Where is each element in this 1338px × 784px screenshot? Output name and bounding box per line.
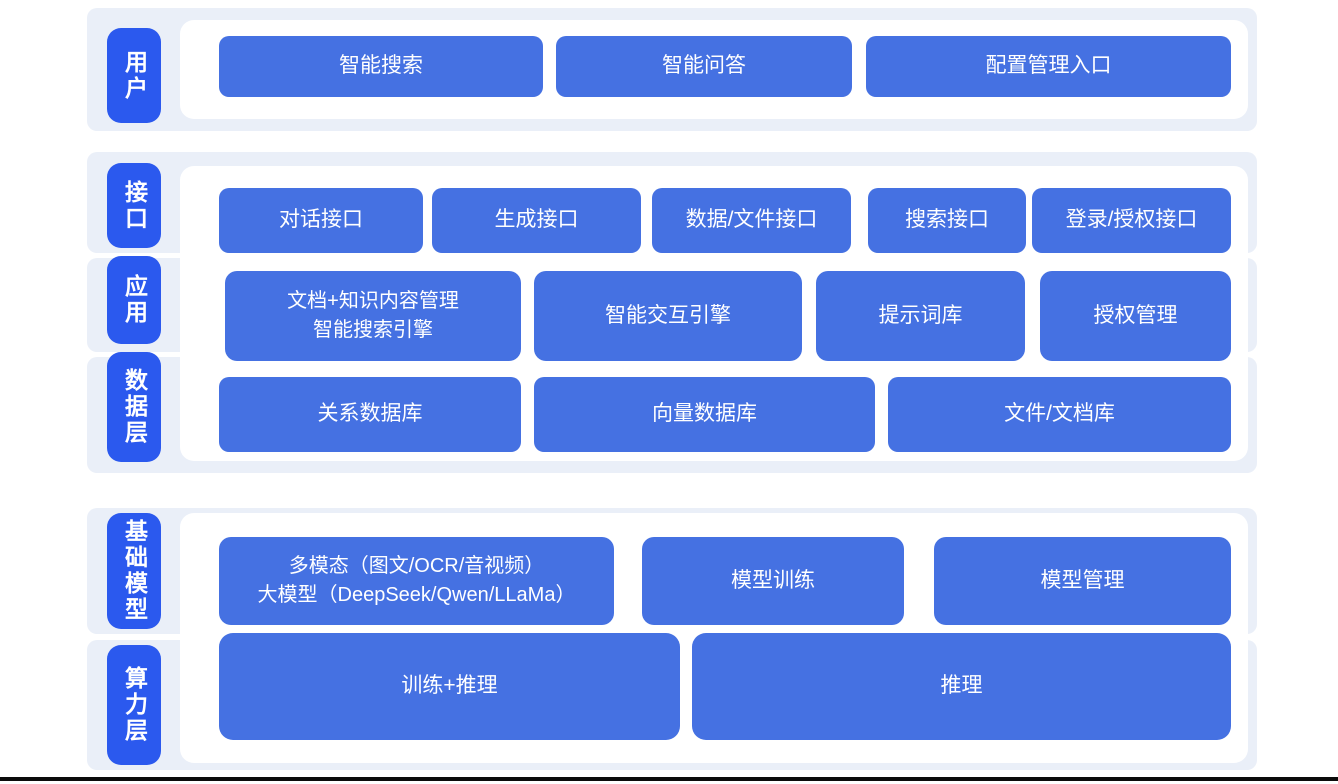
compute-layer-tab: 算力层 (107, 645, 161, 765)
auth-management-button: 授权管理 (1040, 271, 1231, 361)
model-training-button: 模型训练 (642, 537, 904, 625)
prompt-library-button: 提示词库 (816, 271, 1025, 361)
footer-divider-line (0, 777, 1338, 781)
foundation-model-tab-label: 基础模型 (121, 519, 148, 623)
application-layer-tab: 应用 (107, 256, 161, 344)
smart-qa-button: 智能问答 (556, 36, 852, 97)
login-auth-api-button: 登录/授权接口 (1032, 188, 1231, 253)
doc-knowledge-search-engine-button: 文档+知识内容管理 智能搜索引擎 (225, 271, 521, 361)
interface-layer-tab-label: 接口 (121, 179, 148, 232)
file-doc-store-button: 文件/文档库 (888, 377, 1231, 452)
dialog-api-button: 对话接口 (219, 188, 423, 253)
interface-layer-tab: 接口 (107, 163, 161, 248)
config-entry-button: 配置管理入口 (866, 36, 1231, 97)
smart-search-button: 智能搜索 (219, 36, 543, 97)
data-layer-tab: 数据层 (107, 352, 161, 462)
user-layer-tab-label: 用户 (121, 49, 148, 102)
foundation-model-tab: 基础模型 (107, 513, 161, 629)
relational-db-button: 关系数据库 (219, 377, 521, 452)
model-management-button: 模型管理 (934, 537, 1231, 625)
data-file-api-button: 数据/文件接口 (652, 188, 851, 253)
generation-api-button: 生成接口 (432, 188, 641, 253)
interaction-engine-button: 智能交互引擎 (534, 271, 802, 361)
vector-db-button: 向量数据库 (534, 377, 875, 452)
inference-button: 推理 (692, 633, 1231, 740)
user-layer-tab: 用户 (107, 28, 161, 123)
data-layer-tab-label: 数据层 (121, 368, 148, 446)
application-layer-tab-label: 应用 (121, 274, 148, 326)
search-api-button: 搜索接口 (868, 188, 1026, 253)
multimodal-llm-button: 多模态（图文/OCR/音视频） 大模型（DeepSeek/Qwen/LLaMa） (219, 537, 614, 625)
compute-layer-tab-label: 算力层 (121, 666, 148, 744)
training-inference-button: 训练+推理 (219, 633, 680, 740)
